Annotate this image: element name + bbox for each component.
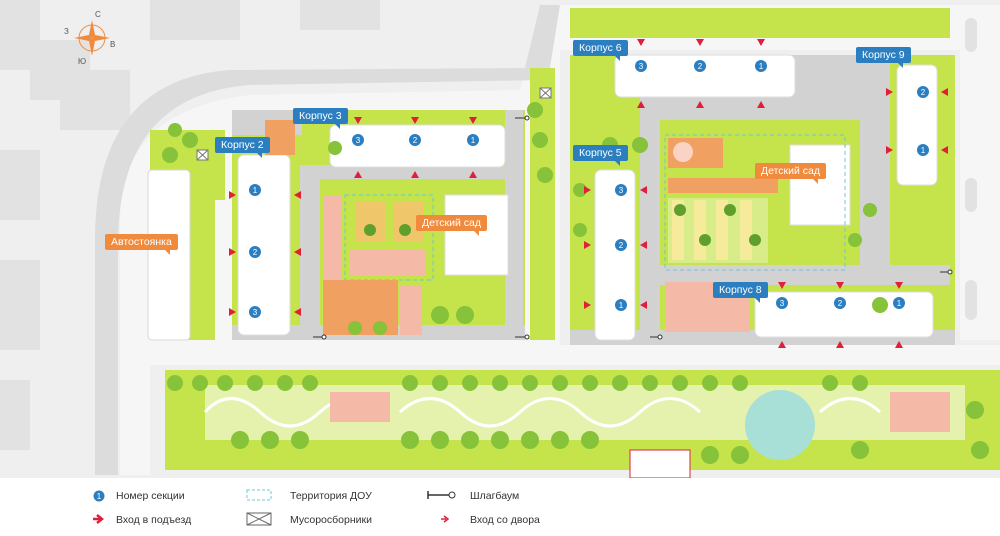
dou-territory-icon: [246, 489, 272, 501]
yard-entrance-arrow-icon: [441, 515, 450, 523]
trees: [162, 102, 989, 464]
legend-garbage: Мусоросборники: [290, 514, 372, 526]
legend-dou-territory: Территория ДОУ: [290, 490, 372, 502]
building-tag-k3[interactable]: Корпус 3: [293, 108, 348, 129]
compass-north-label: С: [95, 10, 101, 19]
kindergarten-tag-1[interactable]: Детский сад: [416, 215, 488, 236]
compass-icon: [74, 20, 110, 56]
parking-tag[interactable]: Автостоянка: [105, 234, 178, 255]
section-number-legend-icon: 1: [93, 490, 105, 502]
building-tag-k8[interactable]: Корпус 8: [713, 282, 768, 303]
compass-south-label: Ю: [78, 57, 87, 66]
garbage-markers: [196, 87, 552, 161]
building-tag-k9[interactable]: Корпус 9: [856, 47, 911, 68]
barrier-markers: [313, 115, 953, 340]
building-tag-k6[interactable]: Корпус 6: [573, 40, 628, 61]
building-tag-k2[interactable]: Корпус 2: [215, 137, 270, 158]
building-tag-k5[interactable]: Корпус 5: [573, 145, 628, 166]
site-plan-svg: [0, 0, 1000, 479]
legend: 1 Номер секции Вход в подъезд Территория…: [0, 478, 1000, 536]
compass-west-label: З: [64, 27, 69, 36]
svg-text:1: 1: [97, 492, 102, 501]
barrier-icon: [427, 491, 456, 499]
entrance-arrow-icon: [93, 514, 104, 524]
legend-barrier: Шлагбаум: [470, 490, 520, 502]
surrounding-buildings: [0, 0, 380, 450]
garbage-box-icon: [246, 512, 272, 526]
kindergarten-tag-2[interactable]: Детский сад: [755, 163, 827, 184]
legend-yard-entrance: Вход со двора: [470, 514, 540, 526]
legend-entrance: Вход в подъезд: [116, 514, 192, 526]
site-plan-map: С Ю З В Корпус 2 Корпус 3 Корпус 5 Корпу…: [0, 0, 1000, 479]
legend-section-number: Номер секции: [116, 490, 185, 502]
compass-east-label: В: [110, 40, 116, 49]
